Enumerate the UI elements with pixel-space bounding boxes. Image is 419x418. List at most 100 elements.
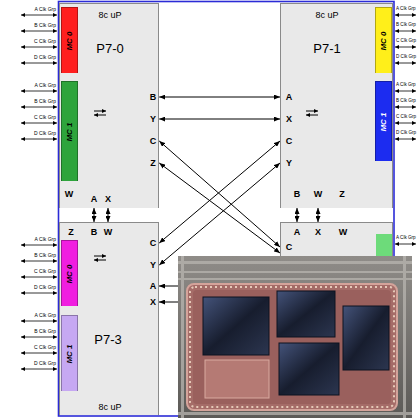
controller-name: MC 1 — [380, 112, 388, 131]
clock-arrow — [21, 321, 57, 322]
clock-arrow — [395, 31, 416, 32]
chip-fill — [280, 222, 393, 256]
clock-group-label: B Clk Grp — [34, 252, 56, 258]
tray — [178, 256, 412, 418]
tray-rail — [181, 256, 184, 418]
chip-fill — [59, 3, 159, 208]
clock-arrow — [395, 91, 416, 92]
port-name: Z — [150, 159, 156, 168]
direction-symbol — [94, 115, 106, 116]
port-name: B — [91, 228, 98, 237]
port-name: A — [91, 195, 98, 204]
clock-arrow — [21, 63, 57, 64]
clock-group-label: C Clk Grp — [34, 114, 56, 120]
core-count: 8c uP — [315, 11, 338, 20]
clock-group-label: C Clk Grp — [34, 344, 56, 350]
clock-group-label: B Clk Grp — [34, 98, 56, 104]
port-name: Y — [150, 115, 156, 124]
clock-arrow — [21, 261, 57, 262]
port-name: W — [104, 228, 113, 237]
clock-arrow — [21, 353, 57, 354]
direction-symbol — [306, 111, 318, 112]
clock-arrow — [21, 139, 57, 140]
core-count: 8c uP — [98, 11, 121, 20]
port-name: A — [294, 228, 301, 237]
chip-fill — [59, 222, 159, 415]
clock-group-label: A Clk Grp — [396, 6, 416, 12]
port-name: A — [286, 93, 293, 102]
port-name: X — [315, 228, 321, 237]
memory-controller-bar: MC 1 — [375, 81, 392, 161]
processor-chip: AXWC — [280, 222, 393, 256]
clock-arrow — [21, 245, 57, 246]
clock-group-label: D Clk Grp — [34, 360, 56, 366]
clock-group-label: B Clk Grp — [396, 22, 416, 28]
clock-group-label: C Clk Grp — [396, 38, 416, 44]
bus-link — [318, 208, 319, 222]
clock-arrow — [21, 91, 57, 92]
clock-group-label: C Clk Grp — [396, 114, 416, 120]
clock-group-label: B Clk Grp — [34, 22, 56, 28]
processor-chip: 8c uPP7-1AXCYBWZMC 0MC 1 — [280, 3, 393, 208]
clock-group-label: A Clk Grp — [35, 236, 56, 242]
port-name: Y — [286, 159, 292, 168]
port-name: X — [105, 195, 111, 204]
port-name: B — [150, 93, 157, 102]
clock-arrow — [395, 139, 416, 140]
clock-group-label: A Clk Grp — [35, 312, 56, 318]
clock-group-label: B Clk Grp — [34, 328, 56, 334]
clock-group-label: A Clk Grp — [396, 235, 416, 241]
memory-controller-bar: MC 1 — [61, 81, 78, 181]
clock-arrow — [21, 369, 57, 370]
chip-name: P7-0 — [96, 42, 123, 55]
memory-controller-bar: MC 0 — [61, 240, 78, 306]
clock-arrow — [395, 244, 416, 245]
clock-arrow — [21, 15, 57, 16]
tray-rail — [178, 412, 412, 415]
clock-arrow — [395, 47, 416, 48]
die — [279, 343, 339, 395]
controller-name: MC 0 — [66, 31, 74, 50]
direction-symbol — [94, 256, 106, 257]
bus-link — [159, 141, 280, 243]
processor-chip: ZBWCYAXP7-38c uPMC 0MC 1 — [59, 222, 159, 415]
clock-group-label: D Clk Grp — [396, 130, 416, 136]
module-outline — [59, 2, 395, 417]
controller-name: MC 1 — [66, 344, 74, 363]
port-name: A — [150, 282, 157, 291]
bus-link — [159, 97, 280, 98]
port-name: C — [286, 137, 293, 146]
bus-link — [159, 163, 280, 265]
chip-fill — [280, 3, 393, 208]
memory-controller-bar: MC 0 — [375, 7, 392, 73]
clock-group-label: A Clk Grp — [35, 82, 56, 88]
clock-group-label: D Clk Grp — [396, 54, 416, 60]
module-photo — [178, 256, 412, 418]
chip-name: P7-3 — [94, 333, 121, 346]
substrate — [187, 284, 397, 410]
clock-arrow — [21, 277, 57, 278]
controller-name: MC 0 — [66, 264, 74, 283]
processor-chip: 8c uPP7-0BYCZWAXMC 0MC 1 — [59, 3, 159, 208]
substrate — [193, 290, 391, 404]
clock-arrow — [21, 47, 57, 48]
memory-controller-bar — [376, 234, 392, 256]
port-name: C — [150, 239, 157, 248]
memory-controller-bar: MC 0 — [61, 7, 78, 73]
port-name: W — [314, 190, 323, 199]
tray-rail — [178, 278, 412, 280]
clock-arrow — [21, 31, 57, 32]
bus-link — [159, 119, 280, 120]
port-name: Y — [150, 261, 156, 270]
clock-arrow — [21, 337, 57, 338]
substrate-pads — [190, 287, 394, 407]
clock-group-label: D Clk Grp — [34, 54, 56, 60]
port-name: Z — [68, 228, 74, 237]
clock-group-label: D Clk Grp — [34, 130, 56, 136]
clock-arrow — [21, 123, 57, 124]
clock-group-label: C Clk Grp — [34, 38, 56, 44]
tray-rail — [178, 261, 412, 264]
port-name: W — [339, 228, 348, 237]
port-name: W — [65, 190, 74, 199]
